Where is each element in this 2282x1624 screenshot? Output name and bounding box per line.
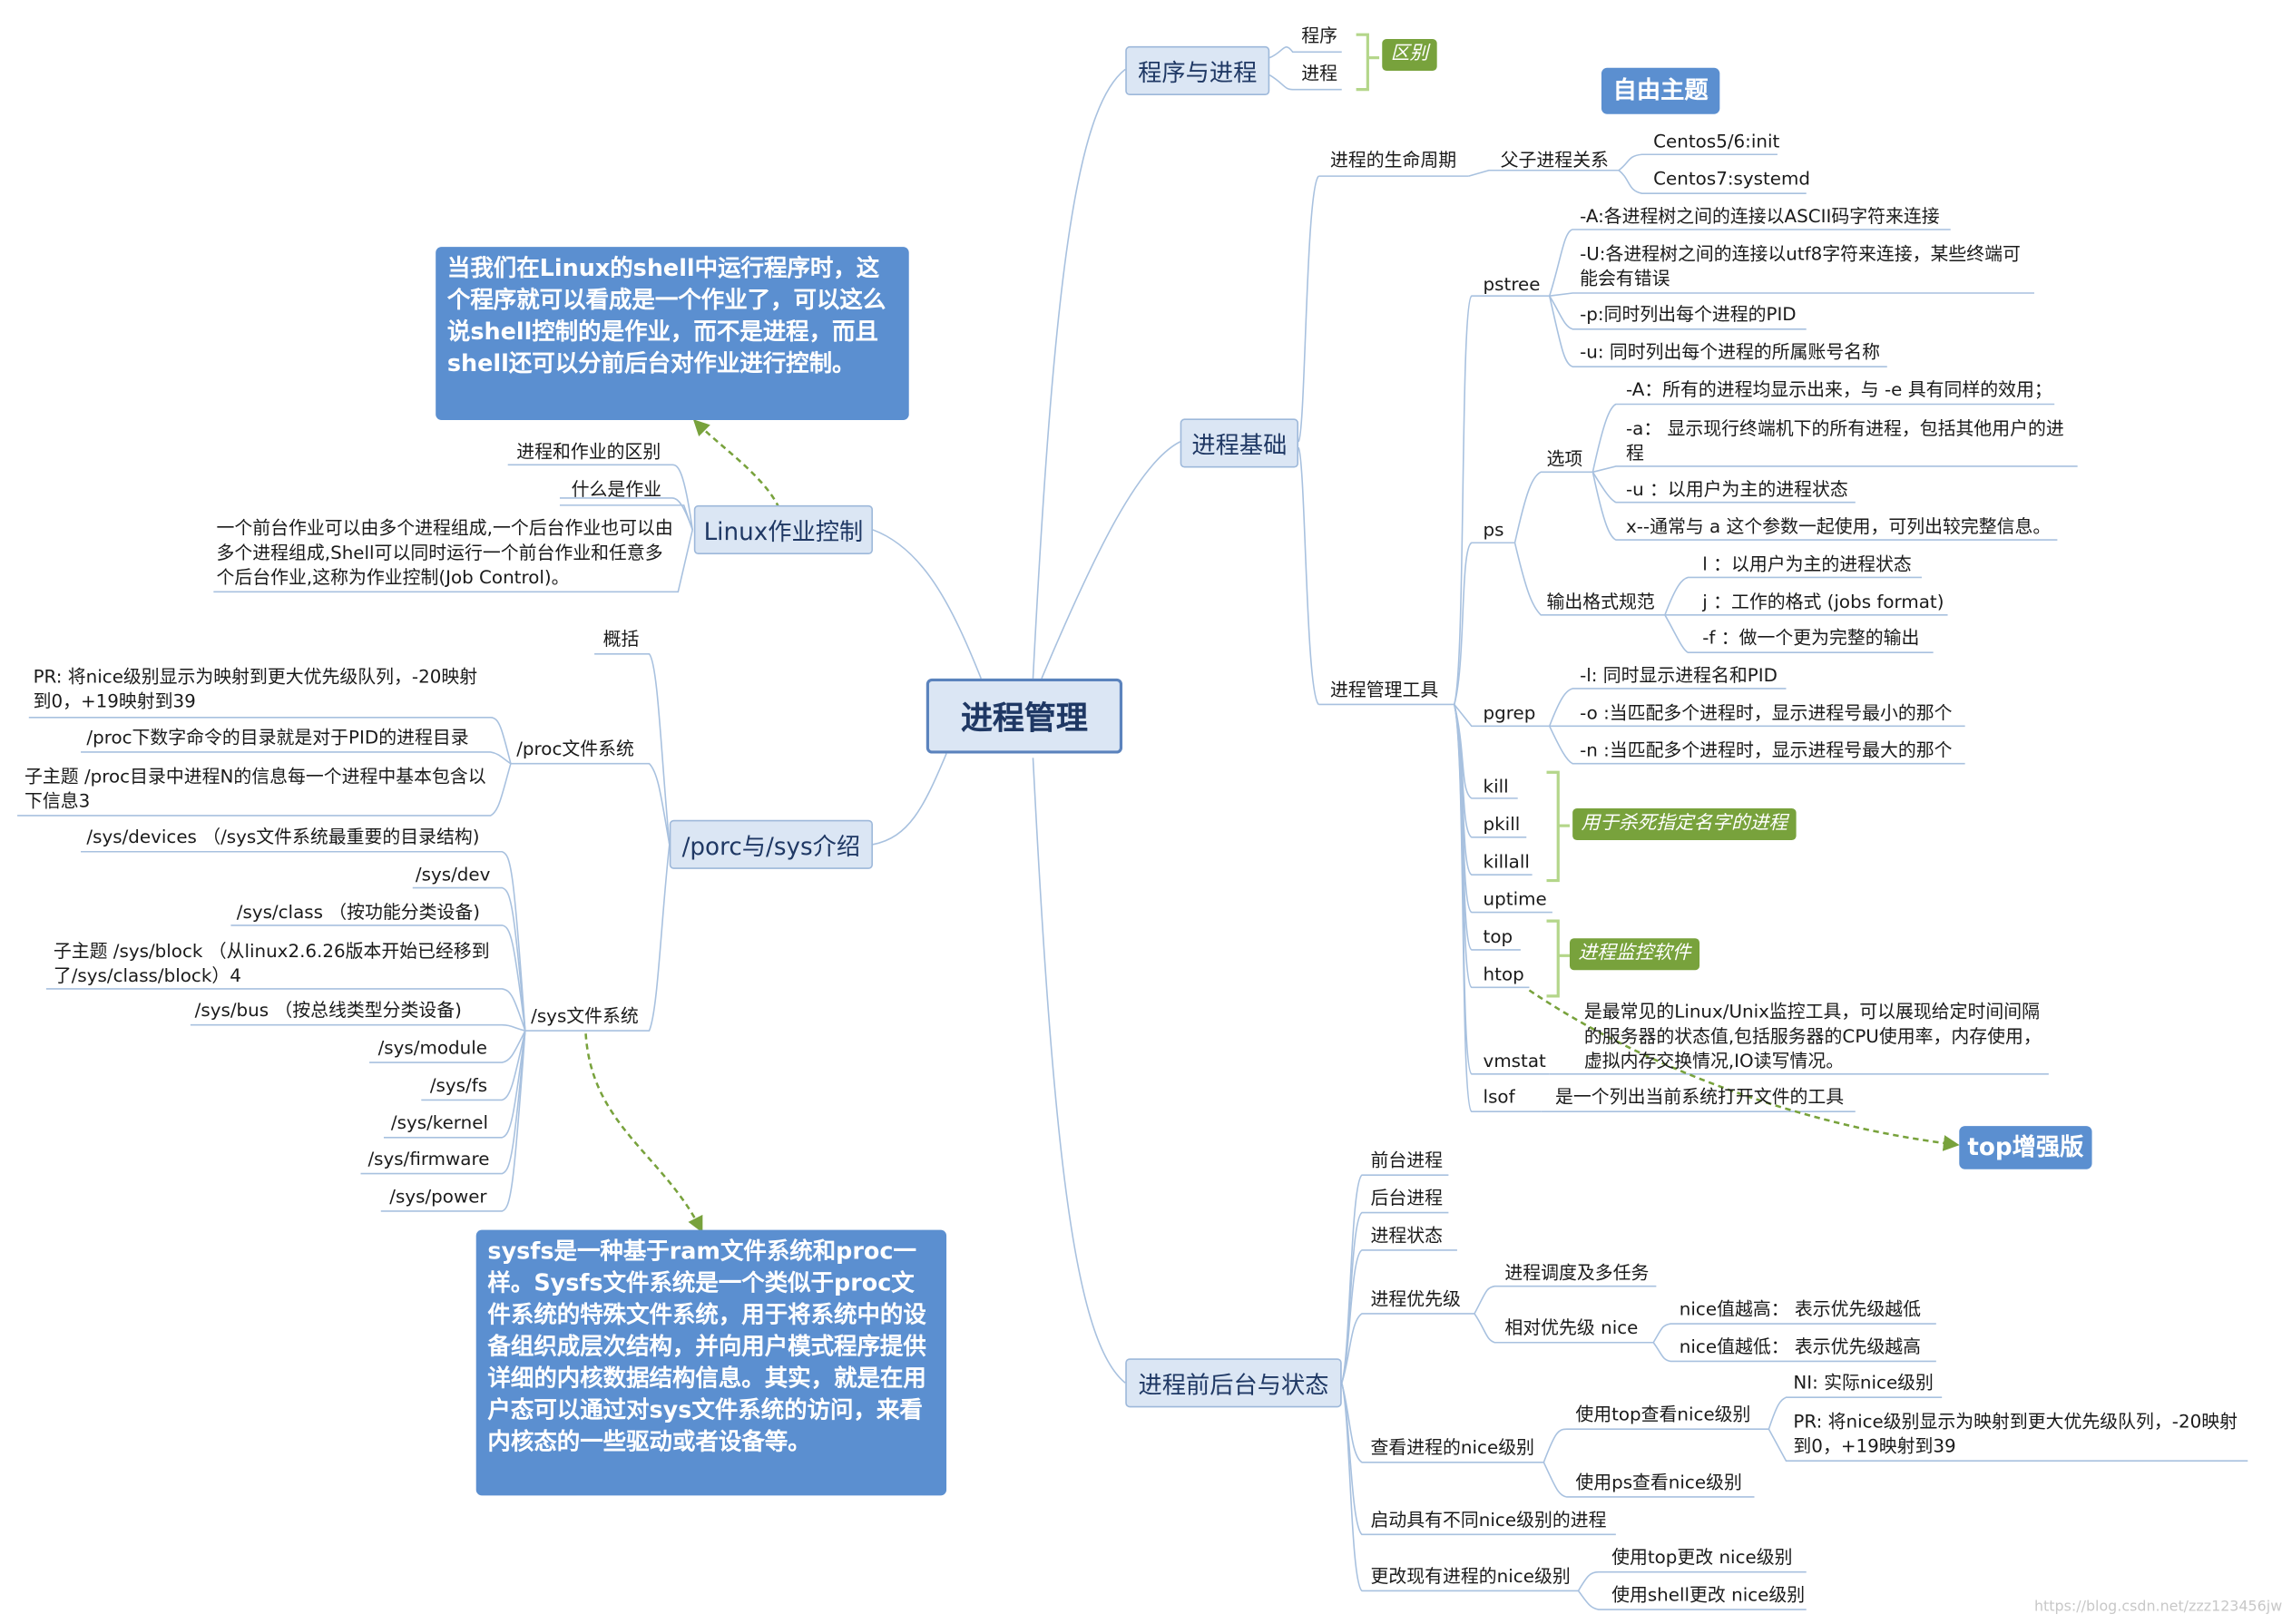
node-sys-kernel[interactable]: /sys/kernel xyxy=(390,1111,488,1134)
node-killall[interactable]: killall xyxy=(1483,850,1530,873)
node-ps-opt-u[interactable]: -u ：以用户为主的进程状态 xyxy=(1625,477,1848,500)
node-proc-pid-dirs[interactable]: /proc下数字命令的目录就是对于PID的进程目录 xyxy=(86,726,469,748)
node-ps-opt-a[interactable]: -a： 显示现行终端机下的所有进程，包括其他用户的进程 xyxy=(1625,416,2064,464)
node-sys-class[interactable]: /sys/class （按功能分类设备) xyxy=(236,900,481,923)
node-pstree-u[interactable]: -U:各进程树之间的连接以utf8字符来连接，某些终端可能会有错误 xyxy=(1580,242,2021,289)
node-foreground[interactable]: 前台进程 xyxy=(1370,1149,1444,1171)
node-ps-opt-x[interactable]: x--通常与 a 这个参数一起使用，可列出较完整信息。 xyxy=(1625,515,2052,537)
topic-proc-sys[interactable]: /porc与/sys介绍 xyxy=(669,819,873,869)
node-pgrep-l[interactable]: -l: 同时显示进程名和PID xyxy=(1580,663,1778,686)
node-vmstat-desc[interactable]: 是最常见的Linux/Unix监控工具，可以展现给定时间间隔的服务器的状态值,包… xyxy=(1583,1000,2042,1071)
node-ps-fmt-j[interactable]: j ：工作的格式 (jobs format) xyxy=(1702,590,1944,612)
node-ni-actual[interactable]: NI: 实际nice级别 xyxy=(1793,1371,1934,1394)
node-sys-firmware[interactable]: /sys/firmware xyxy=(367,1147,490,1169)
tag-monitor-software: 进程监控软件 xyxy=(1569,938,1700,971)
watermark: https://blog.csdn.net/zzz123456jw xyxy=(2033,1599,2282,1616)
node-ps[interactable]: ps xyxy=(1483,518,1504,541)
node-job-desc[interactable]: 一个前台作业可以由多个进程组成,一个后台作业也可以由多个进程组成,Shell可以… xyxy=(216,516,673,588)
node-pstree-p[interactable]: -p:同时列出每个进程的PID xyxy=(1580,303,1797,325)
node-proc-n-info[interactable]: 子主题 /proc目录中进程N的信息每一个进程中基本包含以下信息3 xyxy=(24,765,486,812)
root-topic[interactable]: 进程管理 xyxy=(926,678,1123,754)
node-program[interactable]: 程序 xyxy=(1301,24,1337,46)
node-proc-fs[interactable]: /proc文件系统 xyxy=(516,738,634,759)
node-change-nice[interactable]: 更改现有进程的nice级别 xyxy=(1370,1564,1571,1587)
node-pr-mapping[interactable]: PR: 将nice级别显示为映射到更大优先级队列，-20映射到0，+19映射到3… xyxy=(1793,1410,2238,1457)
node-overview[interactable]: 概括 xyxy=(602,628,640,650)
node-vmstat[interactable]: vmstat xyxy=(1483,1049,1546,1071)
node-top-change-nice[interactable]: 使用top更改 nice级别 xyxy=(1611,1546,1793,1568)
node-sys-fs-dir[interactable]: /sys/fs xyxy=(429,1073,488,1096)
node-pgrep-o[interactable]: -o :当匹配多个进程时，显示进程号最小的那个 xyxy=(1580,701,1953,724)
topic-process-basics[interactable]: 进程基础 xyxy=(1180,418,1299,468)
node-htop[interactable]: htop xyxy=(1483,963,1524,985)
node-pstree[interactable]: pstree xyxy=(1483,272,1541,295)
node-process[interactable]: 进程 xyxy=(1301,62,1337,84)
node-view-nice[interactable]: 查看进程的nice级别 xyxy=(1370,1436,1534,1459)
tag-difference: 区别 xyxy=(1382,38,1437,71)
node-sys-dev[interactable]: /sys/dev xyxy=(415,863,491,885)
callout-job-control[interactable]: 当我们在Linux的shell中运行程序时，这个程序就可以看成是一个作业了，可以… xyxy=(436,247,909,421)
node-pgrep-n[interactable]: -n :当匹配多个进程时，显示进程号最大的那个 xyxy=(1580,739,1953,761)
node-parent-child[interactable]: 父子进程关系 xyxy=(1500,148,1609,171)
callout-top-plus[interactable]: top增强版 xyxy=(1959,1126,2092,1169)
node-background[interactable]: 后台进程 xyxy=(1370,1186,1444,1208)
node-kill[interactable]: kill xyxy=(1483,775,1509,797)
node-sys-module[interactable]: /sys/module xyxy=(377,1036,487,1059)
node-pstree-a[interactable]: -A:各进程树之间的连接以ASCII码字符来连接 xyxy=(1580,204,1940,227)
node-proc-state[interactable]: 进程状态 xyxy=(1370,1224,1444,1247)
node-sys-fs[interactable]: /sys文件系统 xyxy=(531,1004,639,1027)
node-ps-opt-a-upper[interactable]: -A：所有的进程均显示出来，与 -e 具有同样的效用； xyxy=(1625,377,2052,400)
node-ps-format[interactable]: 输出格式规范 xyxy=(1546,590,1655,612)
node-scheduling[interactable]: 进程调度及多任务 xyxy=(1504,1261,1650,1284)
topic-program-vs-process[interactable]: 程序与进程 xyxy=(1125,45,1270,96)
node-ps-view-nice[interactable]: 使用ps查看nice级别 xyxy=(1575,1471,1742,1493)
node-ps-fmt-l[interactable]: l ：以用户为主的进程状态 xyxy=(1702,553,1912,575)
callout-sysfs[interactable]: sysfs是一种基于ram文件系统和proc一样。Sysfs文件系统是一个类似于… xyxy=(475,1229,947,1496)
node-sys-block[interactable]: 子主题 /sys/block （从linux2.6.26版本开始已经移到了/sy… xyxy=(53,939,490,986)
node-pstree-user[interactable]: -u: 同时列出每个进程的所属账号名称 xyxy=(1580,340,1881,363)
node-mgmt-tools[interactable]: 进程管理工具 xyxy=(1330,678,1439,700)
node-start-nice[interactable]: 启动具有不同nice级别的进程 xyxy=(1370,1508,1607,1531)
callout-free-topic[interactable]: 自由主题 xyxy=(1601,67,1720,114)
node-pgrep[interactable]: pgrep xyxy=(1483,701,1536,724)
node-centos7[interactable]: Centos7:systemd xyxy=(1653,167,1811,190)
node-priority[interactable]: 进程优先级 xyxy=(1370,1287,1461,1310)
node-relative-nice[interactable]: 相对优先级 nice xyxy=(1504,1316,1639,1338)
topic-job-control[interactable]: Linux作业控制 xyxy=(693,504,873,554)
topic-fg-bg-state[interactable]: 进程前后台与状态 xyxy=(1125,1358,1342,1408)
node-ps-options[interactable]: 选项 xyxy=(1546,447,1583,470)
node-lifecycle[interactable]: 进程的生命周期 xyxy=(1330,148,1457,171)
node-top[interactable]: top xyxy=(1483,925,1513,947)
node-uptime[interactable]: uptime xyxy=(1483,887,1547,910)
node-proc-vs-job[interactable]: 进程和作业的区别 xyxy=(516,440,661,463)
node-sys-devices[interactable]: /sys/devices （/sys文件系统最重要的目录结构) xyxy=(86,826,480,847)
node-nice-low[interactable]: nice值越低： 表示优先级越高 xyxy=(1679,1335,1922,1357)
node-shell-change-nice[interactable]: 使用shell更改 nice级别 xyxy=(1611,1583,1806,1606)
node-what-is-job[interactable]: 什么是作业 xyxy=(571,477,662,500)
node-proc-pr[interactable]: PR: 将nice级别显示为映射到更大优先级队列，-20映射到0，+19映射到3… xyxy=(33,665,478,712)
node-sys-bus[interactable]: /sys/bus （按总线类型分类设备) xyxy=(194,999,462,1021)
tag-kill-by-name: 用于杀死指定名字的进程 xyxy=(1572,808,1797,841)
node-top-view-nice[interactable]: 使用top查看nice级别 xyxy=(1575,1403,1751,1425)
node-lsof[interactable]: lsof xyxy=(1483,1085,1515,1108)
node-ps-fmt-f[interactable]: -f ：做一个更为完整的输出 xyxy=(1702,626,1920,649)
node-pkill[interactable]: pkill xyxy=(1483,812,1521,835)
node-centos56[interactable]: Centos5/6:init xyxy=(1653,130,1780,152)
node-nice-high[interactable]: nice值越高： 表示优先级越低 xyxy=(1679,1297,1922,1320)
node-sys-power[interactable]: /sys/power xyxy=(389,1185,487,1208)
node-lsof-desc[interactable]: 是一个列出当前系统打开文件的工具 xyxy=(1555,1085,1845,1108)
